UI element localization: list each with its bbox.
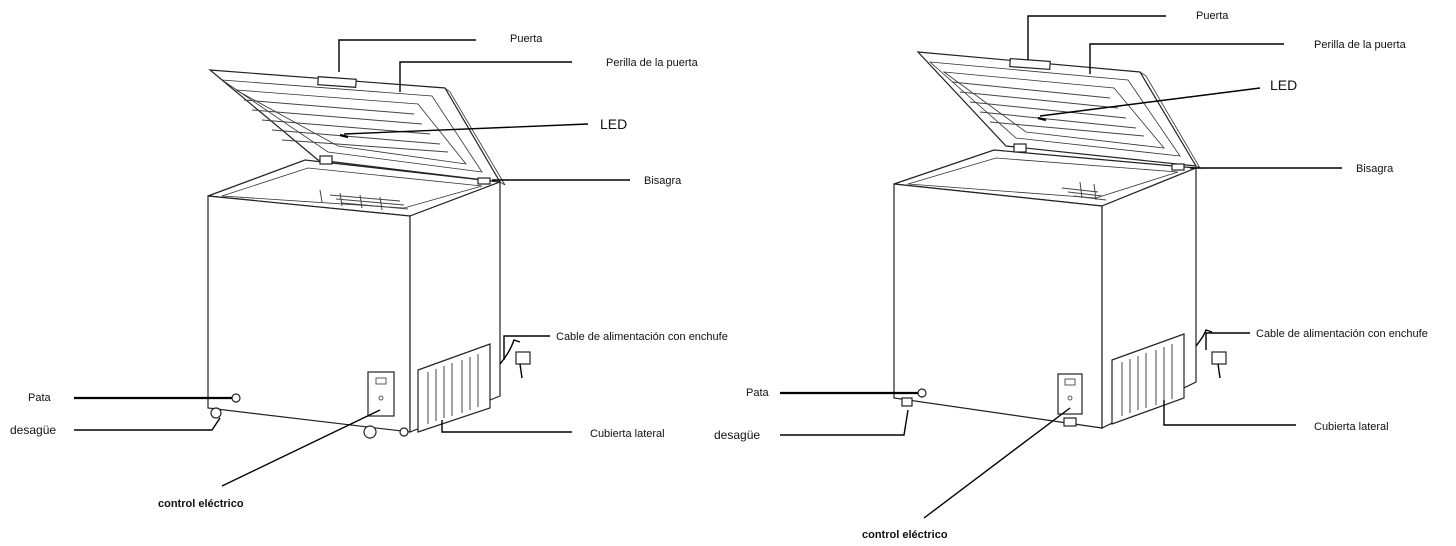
right-label-led: LED [1270,77,1297,93]
left-label-electric-control: control eléctrico [158,498,244,510]
left-cabinet [207,155,531,439]
right-cover-leader [1163,400,1296,426]
left-led-leader [343,123,589,135]
left-label-door-handle: Perilla de la puerta [606,57,699,69]
right-handle-leader [1089,43,1284,74]
right-cable-leader [1205,332,1250,350]
left-freezer: Puerta Perilla de la puerta LED Bisagra … [10,33,728,510]
right-label-door: Puerta [1196,10,1229,22]
right-control-leader [923,407,1071,519]
right-label-door-handle: Perilla de la puerta [1314,39,1407,51]
right-label-power-cable: Cable de alimentación con enchufe [1256,328,1428,340]
left-control-leader [221,409,381,487]
left-drain-leader [74,417,221,431]
right-door-leader [1027,15,1166,60]
left-label-drain: desagüe [10,423,56,437]
left-label-side-cover: Cubierta lateral [590,428,665,440]
right-label-side-cover: Cubierta lateral [1314,421,1389,433]
left-label-door: Puerta [510,33,543,45]
right-lid [916,51,1202,169]
right-label-leg: Pata [746,387,770,399]
left-cover-leader [441,420,572,433]
left-handle-leader [399,61,572,92]
left-label-power-cable: Cable de alimentación con enchufe [556,331,728,343]
right-drain-leader [780,409,909,436]
right-led-leader [1039,87,1261,117]
right-freezer: Puerta Perilla de la puerta LED Bisagra … [714,10,1428,541]
right-label-drain: desagüe [714,428,760,442]
right-label-hinge: Bisagra [1356,163,1394,175]
left-label-leg: Pata [28,392,52,404]
left-label-hinge: Bisagra [644,175,682,187]
left-lid [208,69,506,186]
right-label-electric-control: control eléctrico [862,529,948,541]
left-door-leader [338,39,476,72]
left-label-led: LED [600,116,627,132]
left-cable-leader [503,335,550,360]
right-cabinet [893,143,1227,429]
